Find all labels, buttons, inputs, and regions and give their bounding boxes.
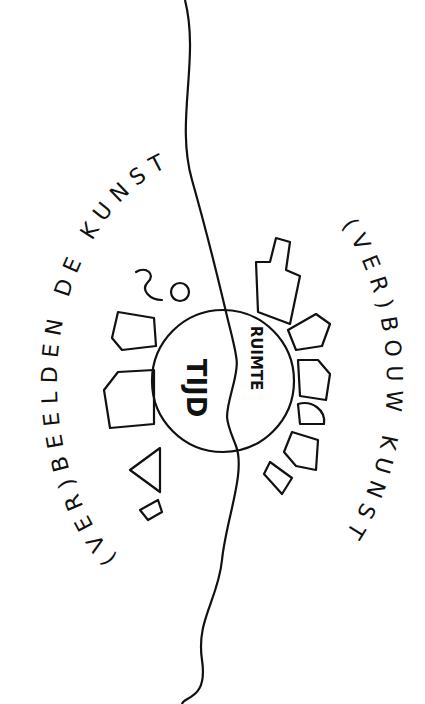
building [264, 462, 292, 494]
circle-text: RUIMTE [247, 326, 265, 391]
building [298, 403, 324, 424]
circle-outline [150, 308, 296, 454]
circle-node: TIJD RUIMTE [150, 308, 296, 454]
river-line [182, 0, 239, 704]
building [104, 370, 154, 428]
building [140, 500, 162, 520]
building [130, 448, 160, 492]
building [288, 314, 330, 350]
dome [171, 283, 189, 301]
squiggle [136, 270, 162, 300]
circle-text: TIJD [181, 359, 211, 418]
building [298, 360, 330, 400]
building [256, 238, 300, 324]
building [284, 432, 318, 470]
arc-label: (VER)BOUW KUNST [337, 214, 407, 550]
building [112, 312, 156, 350]
